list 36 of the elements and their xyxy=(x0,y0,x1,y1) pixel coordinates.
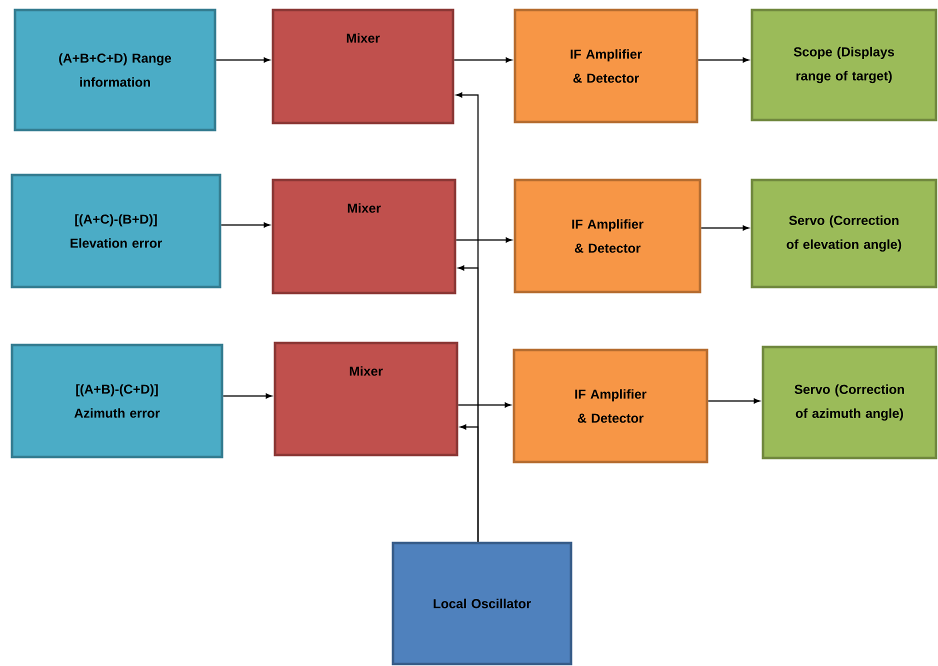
arrow xyxy=(454,57,512,63)
amplifier-box xyxy=(514,178,702,294)
box-label: Mixer xyxy=(350,366,383,376)
output-box xyxy=(750,178,938,288)
arrow xyxy=(223,393,272,399)
arrow xyxy=(701,225,749,231)
box-label: Servo (Correction of azimuth angle) xyxy=(794,384,904,421)
mixer-box xyxy=(272,8,454,124)
arrow xyxy=(216,57,270,63)
arrow xyxy=(458,402,511,408)
box-label: Mixer xyxy=(348,203,381,213)
box-label: Scope (Displays range of target) xyxy=(794,46,894,84)
oscillator-box xyxy=(392,542,572,666)
mixer-box xyxy=(274,342,458,456)
box-label: [(A+B)-(C+D)] Azimuth error xyxy=(74,384,160,418)
box-label: Mixer xyxy=(346,33,380,43)
arrow xyxy=(698,57,749,63)
amplifier-box xyxy=(512,348,708,464)
input-box xyxy=(14,8,216,132)
box-label: Servo (Correction of elevation angle) xyxy=(786,215,902,252)
mixer-box xyxy=(272,178,456,294)
box-label: IF Amplifier & Detector xyxy=(575,389,646,423)
amplifier-box xyxy=(514,8,698,124)
box-label: IF Amplifier & Detector xyxy=(570,49,642,83)
input-box xyxy=(10,344,224,458)
arrow xyxy=(460,424,479,542)
box-label: [(A+C)-(B+D)] Elevation error xyxy=(70,214,162,248)
input-box xyxy=(10,174,222,288)
output-box xyxy=(762,346,938,460)
box-label: Local Oscillator xyxy=(434,598,531,608)
box-label: IF Amplifier & Detector xyxy=(572,219,644,253)
output-box xyxy=(750,8,938,122)
arrow xyxy=(708,398,760,404)
arrow xyxy=(221,222,270,228)
arrow xyxy=(456,237,512,243)
box-label: (A+B+C+D) Range information xyxy=(59,53,172,87)
